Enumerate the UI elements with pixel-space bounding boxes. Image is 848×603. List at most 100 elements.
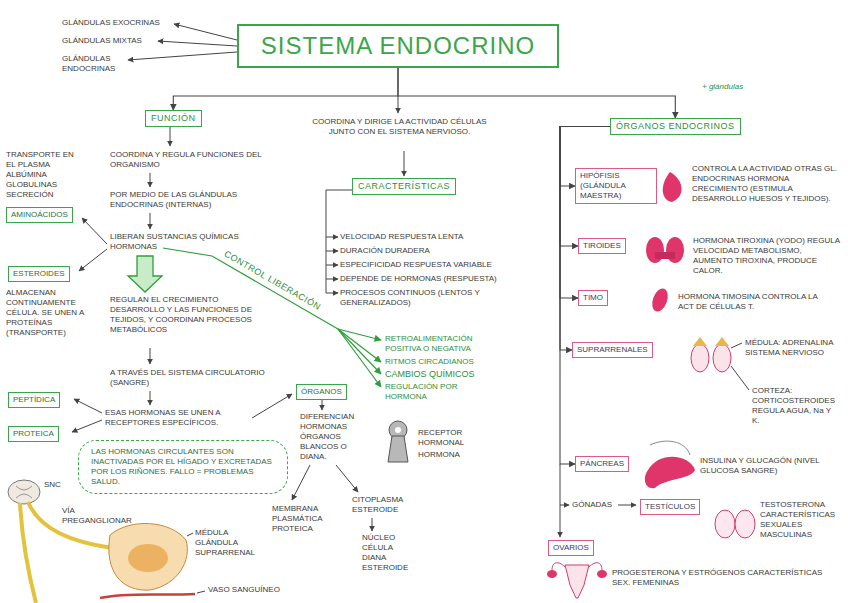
kidney-icon [691,344,709,372]
note-text: INSULINA Y GLUCAGÓN (NIVEL GLUCOSA SANGR… [700,456,840,476]
organ-illustrations [547,172,755,598]
node-text: HIPÓFISIS (GLÁNDULA MAESTRA) [580,171,652,201]
control-arrow [338,329,381,374]
topic-box: CARACTERÍSTICAS [352,178,456,195]
title-box: SISTEMA ENDOCRINO [237,24,559,68]
node-text: TIMO [583,293,603,303]
leader-line [197,591,205,593]
branch-arrow [79,249,107,271]
nerve-fiber [20,503,36,603]
topic-box: ÓRGANOS ENDOCRINOS [610,118,741,135]
leader-arrow [128,52,237,60]
note-text: + glándulas [702,82,743,92]
note-text: GLÁNDULAS ENDOCRINAS [62,54,132,74]
note-text: CONTROLA LA ACTIVIDAD OTRAS GL. ENDOCRIN… [692,164,840,204]
note-text: A TRAVÉS DEL SISTEMA CIRCULATORIO (SANGR… [110,368,268,388]
organ-box: OVARIOS [548,540,594,556]
note-text: LIBERAN SUSTANCIAS QUÍMICAS HORMONAS [110,232,285,252]
node-text: FUNCIÓN [151,113,196,124]
type-box: AMINOÁCIDOS [6,207,73,223]
node-text: LAS HORMONAS CIRCULANTES SON INACTIVADAS… [91,447,275,487]
thyroid-icon [666,237,684,263]
branch-arrow [336,465,358,492]
flow-arrow [150,213,151,229]
adrenal-gland [109,524,188,591]
note-text: COORDINA Y DIRIGE LA ACTIVIDAD CÉLULAS J… [312,117,487,137]
node-text: ÓRGANOS [301,387,342,397]
note-text: HORMONA [418,450,460,460]
branch-arrow [74,399,102,413]
adrenal-medulla [128,544,168,572]
stomach-outline [650,441,690,455]
pancreas-icon [645,457,695,488]
note-text: REGULAN EL CRECIMIENTO DESARROLLO Y LAS … [110,295,268,335]
flow-arrow [150,173,151,187]
note-text: CONTROL LIBERACIÓN [222,248,322,312]
organ-box: TIROIDES [578,238,626,254]
leader-arrow [158,41,237,46]
note-text: COORDINA Y REGULA FUNCIONES DEL ORGANISM… [110,150,268,170]
note-text: TESTOSTERONA CARACTERÍSTICAS SEXUALES MA… [760,500,840,540]
flow-arrow [170,127,171,146]
organ-box: TIMO [578,290,608,306]
note-text: POR MEDIO DE LAS GLÁNDULAS ENDOCRINAS (I… [110,190,268,210]
flow-arrow [372,518,373,531]
note-text: ESPECIFICIDAD RESPUESTA VARIABLE [340,260,492,270]
testis-icon [735,510,755,538]
note-text: RITMOS CIRCADIANOS [385,357,474,367]
note-text: SNC [44,480,61,490]
branch-arrow [82,218,107,244]
spinal-cord [8,480,40,504]
thyroid-icon [655,252,675,259]
note-text: CITOPLASMA ESTEROIDE [352,495,418,515]
flow-arrow [252,394,292,418]
note-text: DEPENDE DE HORMONAS (RESPUESTA) [340,274,497,284]
type-box: PROTEICA [8,426,59,442]
adrenal-icon [693,337,729,346]
organ-box: SUPRARRENALES [572,342,653,358]
topic-box: FUNCIÓN [145,110,202,127]
note-text: GLÁNDULAS MIXTAS [62,36,142,46]
leader-line [731,343,742,348]
trunk-line [560,464,561,537]
note-text: ALMACENAN CONTINUAMENTE CÉLULA. SE UNEN … [6,288,84,338]
branch-arrow [618,505,636,506]
node-text: OVARIOS [553,543,589,553]
note-text: MÉDULA GLÁNDULA SUPRARRENAL [195,528,265,558]
note-text: GÓNADAS [572,500,612,510]
note-text: TRANSPORTE EN EL PLASMA ALBÚMINA GLOBULI… [6,150,76,200]
note-text: PROCESOS CONTINUOS (LENTOS Y GENERALIZAD… [340,288,545,308]
uterus-icon [552,563,602,570]
branch-arrow [72,420,102,432]
note-cloud: LAS HORMONAS CIRCULANTES SON INACTIVADAS… [78,440,288,494]
blood-vessel [100,594,195,598]
node-text: PEPTÍDICA [13,395,55,405]
node-text: AMINOÁCIDOS [11,210,68,220]
note-text: GLÁNDULAS EXOCRINAS [62,18,160,28]
note-text: RECEPTOR HORMONAL [418,428,480,448]
branch-arrow [292,465,310,500]
node-text: SISTEMA ENDOCRINO [245,30,551,62]
leader-line [731,366,749,390]
note-text: ESAS HORMONAS SE UNEN A RECEPTORES ESPEC… [105,408,245,428]
node-text: ÓRGANOS ENDOCRINOS [616,121,735,132]
note-text: VASO SANGUÍNEO [208,585,280,595]
node-text: CARACTERÍSTICAS [358,181,450,192]
type-box: ESTEROIDES [8,266,70,282]
leader-arrow [174,24,237,40]
node-text: PÁNCREAS [580,459,624,469]
ovary-icon [597,570,607,578]
flow-arrow [322,400,323,410]
connector [560,127,610,299]
note-text: CAMBIOS QUÍMICOS [385,369,475,380]
testis-icon [715,510,735,538]
control-arrow [338,329,381,387]
list-arrow [326,237,338,238]
node-text: SUPRARRENALES [577,345,648,355]
note-text: DIFERENCIAN HORMONAS ÓRGANOS BLANCOS O D… [300,412,370,462]
list-arrow [326,293,338,294]
leader-line [187,533,193,536]
list-arrow [326,279,338,280]
thyroid-icon [646,237,664,263]
note-text: MEMBRANA PLASMÁTICA PROTEICA [272,504,338,534]
